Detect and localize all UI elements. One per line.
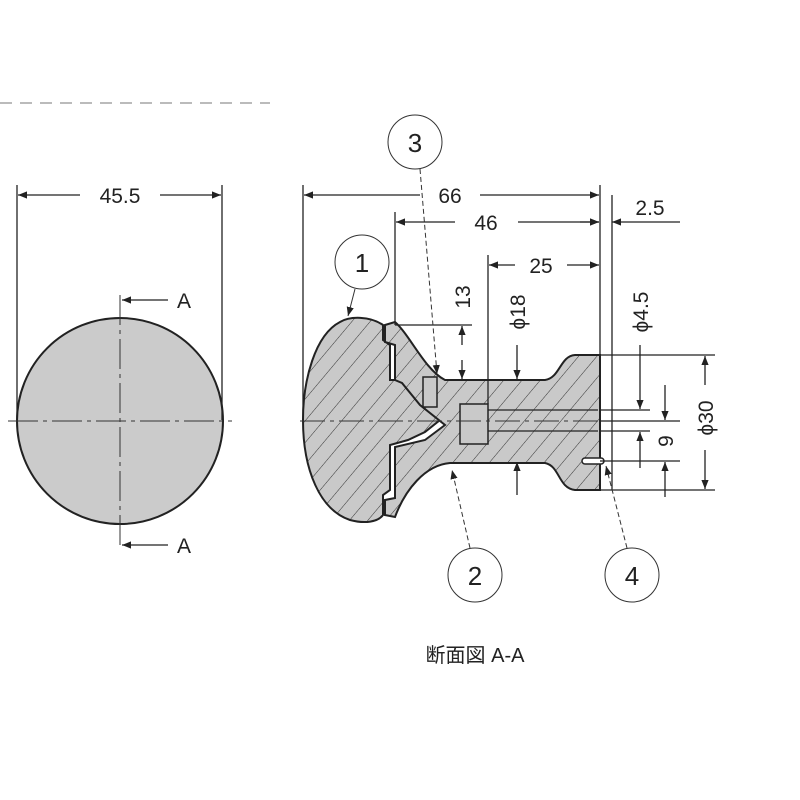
section-view: 66 46 25 2.5 13 ϕ18 ϕ4.5 9 ϕ30 [300, 114, 718, 667]
callout-1-label: 1 [355, 248, 369, 278]
section-mark-bottom: A [177, 535, 191, 558]
callout-3-label: 3 [408, 128, 422, 158]
section-mark-top: A [177, 290, 191, 313]
front-view: 45.5 A A [8, 185, 232, 558]
callout-3: 3 [387, 114, 443, 375]
dim-width: 45.5 [100, 185, 141, 208]
callout-4: 4 [604, 465, 660, 603]
part-3-pin [422, 376, 438, 408]
callout-1: 1 [334, 234, 390, 317]
dim-neck-length: 25 [529, 255, 552, 278]
part-2-body [384, 320, 601, 519]
callout-2: 2 [447, 469, 503, 603]
dim-base-dia: ϕ30 [695, 400, 718, 435]
dim-hole-dia: ϕ4.5 [630, 292, 653, 333]
part-1-head [301, 316, 442, 524]
dim-neck-dia: ϕ18 [507, 294, 530, 329]
dim-overall: 66 [438, 185, 461, 208]
dim-offset: 2.5 [635, 197, 664, 220]
callout-4-label: 4 [625, 561, 639, 591]
dim-flange: 13 [452, 285, 475, 308]
section-caption: 断面図 A-A [426, 644, 526, 667]
callout-2-label: 2 [468, 561, 482, 591]
dim-shaft-length: 46 [474, 212, 497, 235]
insert-bore [459, 403, 489, 445]
dim-hole-offset: 9 [655, 435, 678, 447]
